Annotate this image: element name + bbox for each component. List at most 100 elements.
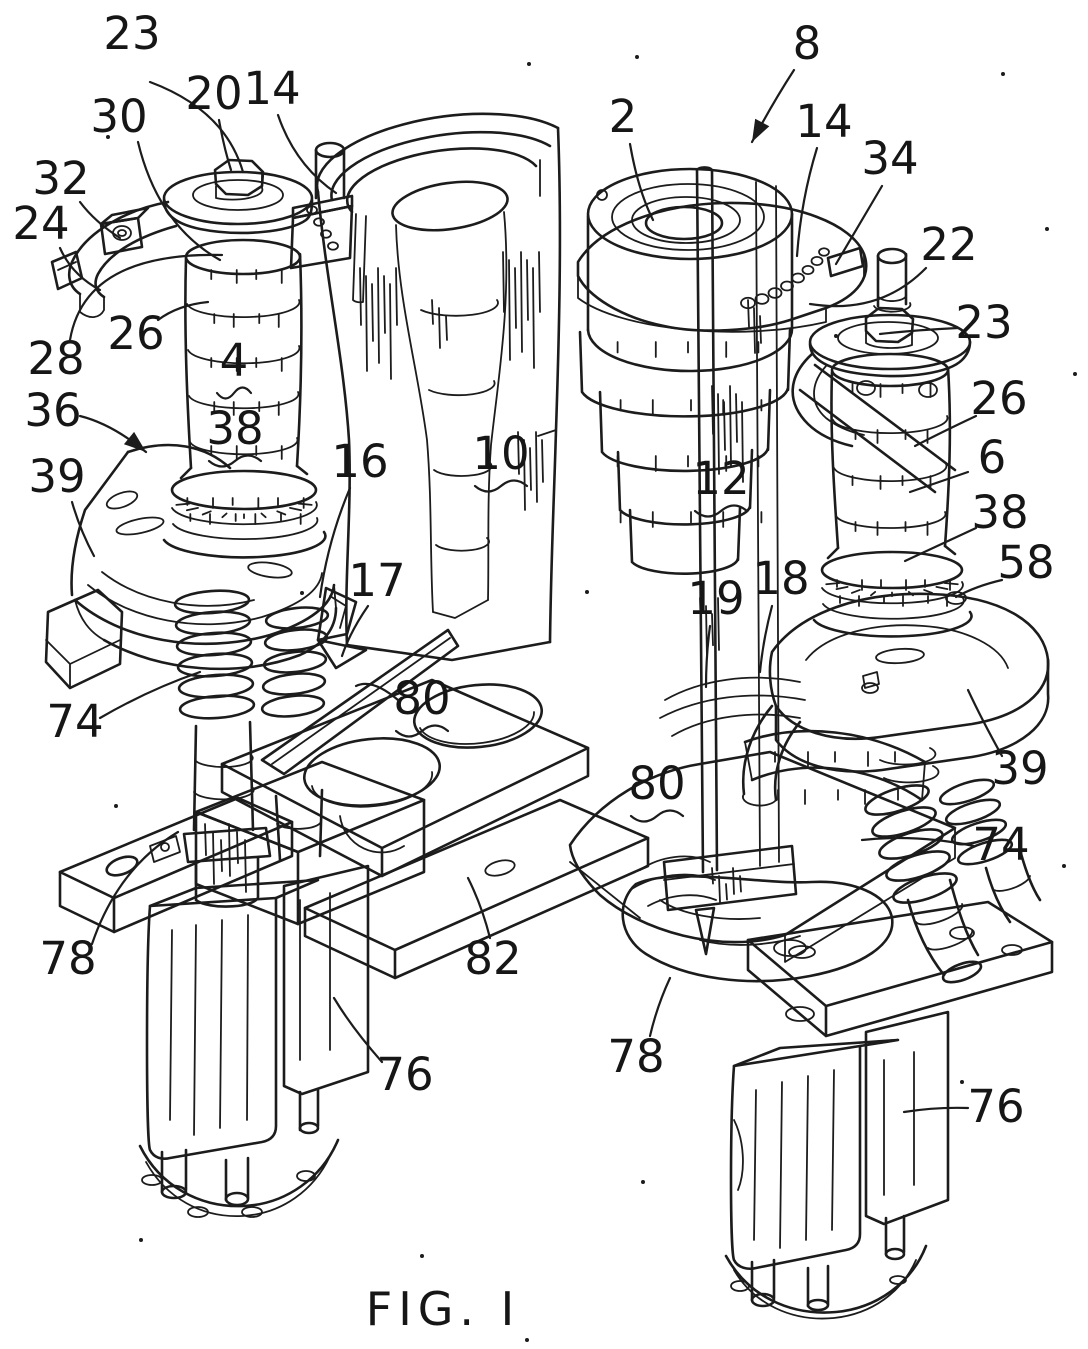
- leader-line-19: [704, 624, 712, 689]
- left-hatched-block-stroke: [339, 815, 405, 854]
- shading-and-detail-strokes-stroke: [779, 1081, 783, 1249]
- leader-line-17: [340, 604, 370, 658]
- ref-label-39-left: 39: [28, 450, 85, 503]
- right-clamp-23-26-stroke: [856, 380, 876, 396]
- leader-line-24: [58, 246, 102, 292]
- pin-22-stroke: [876, 247, 908, 265]
- shading-and-detail-strokes-stroke: [753, 1089, 757, 1241]
- shading-and-detail-strokes-stroke: [711, 867, 714, 885]
- ref-label-22: 22: [920, 218, 977, 271]
- left-column-10-stroke: [395, 224, 434, 613]
- leader-line-23-left: [148, 80, 245, 174]
- right-blocks-76-stroke: [733, 1119, 744, 1191]
- shading-and-detail-strokes-stroke: [923, 589, 934, 594]
- shading-and-detail-strokes-stroke: [306, 205, 318, 215]
- right-clamp-23-26-stroke: [864, 306, 915, 344]
- left-column-10-stroke: [330, 130, 552, 202]
- left-bracket-36-39-stroke: [102, 606, 338, 671]
- right-bracket-39-58: [741, 591, 1050, 807]
- shading-and-detail-strokes-stroke: [818, 247, 830, 257]
- right-clamp-23-26-stroke: [837, 321, 939, 355]
- shading-and-detail-strokes-stroke: [739, 875, 742, 893]
- shading-and-detail-strokes-stroke: [263, 628, 329, 652]
- shading-and-detail-strokes-stroke: [834, 334, 838, 338]
- leader-line-80-left: [354, 682, 400, 702]
- right-clamp-23-26: [791, 306, 972, 494]
- shading-and-detail-strokes-stroke: [892, 872, 958, 904]
- shading-and-detail-strokes: [106, 55, 1077, 1342]
- shading-and-detail-strokes-stroke: [260, 512, 267, 519]
- shading-and-detail-strokes-stroke: [139, 1238, 143, 1242]
- left-bracket-36-39-stroke: [44, 588, 124, 690]
- right-bracket-39-58-stroke: [875, 647, 925, 665]
- leader-line-82: [466, 876, 492, 940]
- right-blocks-76: [724, 1010, 950, 1320]
- leader-line-74-right: [860, 836, 976, 848]
- left-clamp-20-23-24-26-28-30-32-stroke: [162, 170, 314, 226]
- shading-and-detail-strokes-stroke: [383, 275, 386, 334]
- right-springs-74: [879, 747, 1042, 984]
- left-cylinder-stack-4-38-stroke: [186, 299, 301, 456]
- shading-and-detail-strokes-stroke: [907, 590, 914, 597]
- left-bracket-36-39-stroke: [247, 561, 293, 579]
- right-clamp-23-26-stroke: [865, 330, 913, 349]
- left-blocks-76-stroke: [224, 1191, 250, 1207]
- shading-and-detail-strokes-stroke: [395, 267, 398, 326]
- shading-and-detail-strokes-stroke: [193, 924, 197, 1136]
- left-clamp-20-23-24-26-28-30-32-stroke: [94, 224, 178, 299]
- left-plate-78: [58, 796, 294, 934]
- shading-and-detail-strokes-stroke: [371, 283, 374, 342]
- left-bracket-36-39-stroke: [105, 490, 139, 510]
- ref-label-14-left: 14: [243, 62, 300, 115]
- ref-label-36: 36: [24, 384, 81, 437]
- left-blocks-76-stroke: [241, 1206, 263, 1218]
- shading-and-detail-strokes-stroke: [169, 929, 173, 1121]
- shading-and-detail-strokes-stroke: [261, 672, 327, 696]
- left-bracket-36-39-stroke: [73, 583, 336, 646]
- left-plate-80-stroke: [302, 737, 442, 807]
- ref-label-38-right: 38: [971, 486, 1028, 539]
- ref-underline-12: [693, 504, 749, 518]
- ref-underline-38-left: [207, 454, 263, 468]
- left-cylinder-stack-4-38-stroke: [170, 469, 318, 511]
- left-plate-78-stroke: [160, 842, 170, 852]
- ref-underline-10: [473, 479, 529, 493]
- right-cylinder-2-stroke: [586, 212, 794, 332]
- left-plate-80-stroke: [311, 771, 434, 808]
- shading-and-detail-strokes-stroke: [276, 510, 287, 516]
- ref-label-17: 17: [348, 554, 405, 607]
- shading-and-detail-strokes-stroke: [718, 875, 721, 903]
- right-bracket-39-58-stroke: [743, 729, 927, 802]
- left-clamp-20-23-24-26-28-30-32-stroke: [99, 216, 144, 256]
- shading-and-detail-strokes-stroke: [747, 299, 750, 328]
- left-hatched-block-stroke: [296, 798, 426, 926]
- shading-and-detail-strokes-stroke: [729, 385, 732, 467]
- shading-and-detail-strokes-stroke: [767, 287, 783, 299]
- right-bracket-39-58-stroke: [768, 592, 1050, 741]
- shading-and-detail-strokes-stroke: [725, 883, 728, 901]
- left-plate-80-stroke: [419, 711, 535, 745]
- shading-and-detail-strokes-stroke: [445, 315, 448, 341]
- left-cylinder-stack-4-38-stroke: [184, 238, 302, 276]
- ref-label-74-right: 74: [972, 818, 1029, 871]
- arrowhead-36: [123, 431, 146, 452]
- shading-and-detail-strokes-stroke: [805, 1075, 809, 1241]
- shading-and-detail-strokes-stroke: [300, 591, 304, 595]
- leader-line-78-right: [648, 976, 672, 1038]
- lever-blade-stroke: [271, 637, 451, 765]
- right-bracket-39-58-stroke: [945, 591, 967, 605]
- shading-and-detail-strokes-stroke: [220, 839, 223, 873]
- right-plate-78-stroke: [773, 939, 807, 957]
- shading-and-detail-strokes-stroke: [635, 55, 639, 59]
- leader-line-14-right: [795, 146, 819, 258]
- left-blocks-76-stroke: [145, 896, 278, 1161]
- shading-and-detail-strokes-stroke: [878, 828, 944, 860]
- shading-and-detail-strokes-stroke: [359, 267, 362, 326]
- shading-and-detail-strokes-stroke: [264, 606, 330, 630]
- shading-and-detail-strokes-stroke: [431, 299, 434, 325]
- leader-line-78-left: [90, 830, 180, 946]
- left-bracket-36-39-stroke: [74, 584, 337, 641]
- right-flange-stroke: [826, 246, 865, 278]
- figure-caption: FIG. I: [366, 1282, 520, 1336]
- ref-label-76-right: 76: [967, 1080, 1024, 1133]
